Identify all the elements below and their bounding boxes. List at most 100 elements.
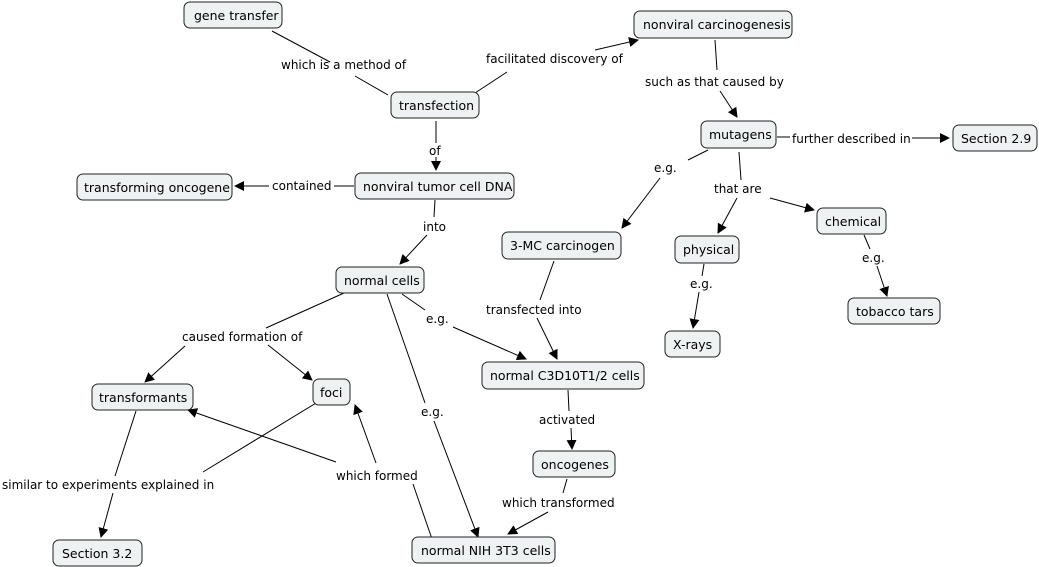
edge-physical-xrays-b [689, 291, 700, 329]
link-which-transformed: which transformed [502, 496, 615, 510]
node-label: transforming oncogene [84, 180, 230, 195]
concept-normal-nih-3t3-cells[interactable]: normal NIH 3T3 cells [411, 536, 556, 564]
node-label: physical [683, 242, 734, 257]
node-label: Section 2.9 [961, 131, 1031, 146]
edge-which-formed-foci [353, 404, 377, 464]
node-box [501, 231, 622, 260]
node-label: foci [320, 385, 342, 400]
node-label: normal NIH 3T3 cells [421, 543, 551, 558]
node-label: transfection [399, 98, 474, 113]
edge-mutagens-that-are [738, 151, 742, 181]
edge-physical-xrays-a [701, 263, 705, 277]
concept-oncogenes[interactable]: oncogenes [532, 450, 616, 478]
link-further-described-in: further described in [792, 132, 911, 146]
node-box [312, 378, 351, 406]
edge-caused-transformants [144, 345, 186, 383]
concept-mutagens[interactable]: mutagens [700, 120, 777, 149]
concept-section-2-9[interactable]: Section 2.9 [952, 124, 1038, 152]
node-label: tobacco tars [856, 304, 934, 319]
concept-chemical[interactable]: chemical [816, 207, 887, 235]
edge-caused-foci [267, 344, 313, 381]
link-contained: contained [272, 179, 332, 193]
node-box [481, 361, 645, 390]
link-eg-chemical: e.g. [862, 251, 885, 265]
edge-normal-cells-nih-a [386, 293, 426, 404]
concept-x-rays[interactable]: X-rays [664, 330, 721, 358]
link-transfected-into: transfected into [486, 303, 582, 317]
concept-nonviral-tumor-cell-dna[interactable]: nonviral tumor cell DNA [354, 172, 515, 200]
concept-section-3-2[interactable]: Section 3.2 [52, 539, 143, 567]
concept-physical[interactable]: physical [674, 235, 740, 264]
concept-tobacco-tars[interactable]: tobacco tars [847, 297, 941, 325]
node-box [411, 536, 556, 564]
edge-similar-section [98, 492, 114, 538]
node-label: 3-MC carcinogen [510, 238, 615, 253]
concept-transforming-oncogene[interactable]: transforming oncogene [76, 173, 233, 201]
link-activated: activated [539, 413, 595, 427]
node-label: gene transfer [194, 8, 279, 23]
concept-transfection[interactable]: transfection [390, 91, 480, 119]
edge-chemical-tobacco-b [876, 265, 889, 297]
node-label: mutagens [709, 127, 772, 142]
link-which-is-a-method-of: which is a method of [281, 58, 407, 72]
node-box [52, 539, 143, 567]
node-box [390, 91, 480, 119]
edge-oncogenes-nih-b [507, 511, 549, 535]
edge-that-are-physical [717, 197, 738, 234]
link-eg-normal-cells-nih: e.g. [421, 405, 444, 419]
node-box [816, 207, 887, 235]
edge-which-formed-transformants [187, 408, 337, 463]
concept-nonviral-carcinogenesis[interactable]: nonviral carcinogenesis [633, 10, 793, 39]
edge-transfection-gene-transfer [271, 30, 331, 63]
link-eg-normal-cells-c3d: e.g. [426, 312, 449, 326]
edge-3mc-c3d-b [536, 317, 558, 360]
edge-transformants-similar [114, 410, 137, 477]
node-label: normal C3D10T1/2 cells [490, 368, 640, 383]
node-box [952, 124, 1038, 152]
concept-gene-transfer[interactable]: gene transfer [183, 1, 283, 29]
link-similar-to-experiments-explained-in: similar to experiments explained in [2, 478, 214, 492]
node-box [335, 266, 425, 294]
link-that-are: that are [714, 182, 762, 196]
node-box [532, 450, 616, 478]
edge-dna-normal-cells-a [433, 199, 436, 218]
node-label: nonviral carcinogenesis [643, 17, 791, 32]
edge-transfection-method [354, 75, 389, 96]
node-box [76, 173, 233, 201]
edge-transfection-carcinogenesis-b [594, 37, 639, 51]
link-labels: which is a method of facilitated discove… [2, 52, 911, 510]
link-into: into [423, 220, 446, 234]
concept-3-mc-carcinogen[interactable]: 3-MC carcinogen [501, 231, 622, 260]
node-box [674, 235, 740, 264]
concept-foci[interactable]: foci [312, 378, 351, 406]
edge-transfection-carcinogenesis-a [474, 71, 508, 94]
concept-normal-c3d10t1-2-cells[interactable]: normal C3D10T1/2 cells [481, 361, 645, 390]
link-facilitated-discovery-of: facilitated discovery of [486, 52, 624, 66]
node-box [91, 383, 194, 411]
link-eg-mutagens: e.g. [654, 161, 677, 175]
edge-normal-cells-c3d-a [401, 293, 426, 311]
link-such-as-that-caused-by: such as that caused by [645, 75, 784, 89]
edge-dna-normal-cells-b [399, 234, 428, 265]
edge-carcinogenesis-mutagens-b [719, 90, 738, 118]
node-label: transformants [99, 390, 187, 405]
node-label: normal cells [344, 273, 420, 288]
edge-mutagens-3mc-b [621, 177, 661, 229]
edge-nih-which-formed [412, 483, 433, 540]
node-label: X-rays [673, 337, 712, 352]
edge-c3d-oncogenes-b [566, 427, 577, 450]
concept-normal-cells[interactable]: normal cells [335, 266, 425, 294]
edge-chemical-tobacco-a [863, 234, 871, 250]
link-caused-formation-of: caused formation of [182, 330, 303, 344]
link-of: of [429, 144, 441, 158]
edge-mutagens-3mc-a [687, 149, 709, 161]
link-which-formed: which formed [336, 469, 418, 483]
concept-transformants[interactable]: transformants [91, 383, 194, 411]
edge-oncogenes-nih-a [562, 478, 568, 494]
edges [98, 30, 950, 540]
node-box [847, 297, 941, 325]
edge-normal-cells-c3d-b [452, 326, 527, 360]
link-eg-physical: e.g. [690, 277, 713, 291]
node-label: nonviral tumor cell DNA [363, 179, 513, 194]
